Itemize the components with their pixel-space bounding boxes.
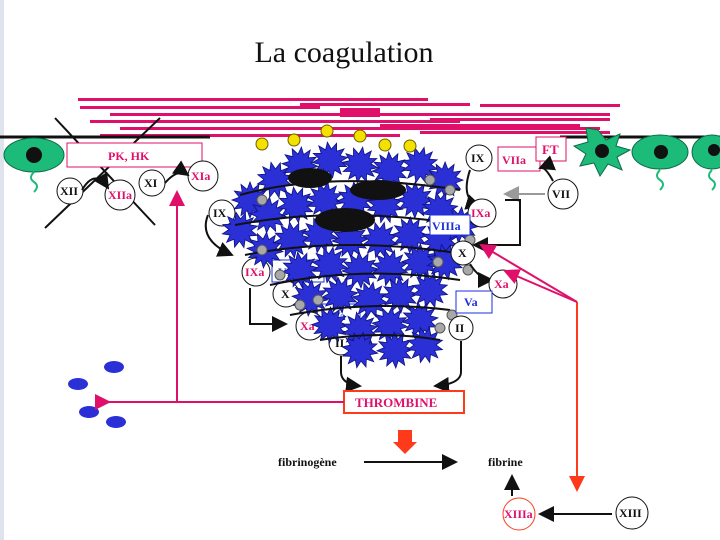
viiia-right-label: VIIIa: [432, 219, 461, 233]
platelet: [411, 271, 449, 309]
receptor-dot: [312, 294, 324, 306]
receptor-dot: [432, 256, 444, 268]
thrombine-box: THROMBINE: [343, 390, 465, 414]
pk-hk-label: PK, HK: [108, 149, 150, 163]
factor-va-right: Va: [455, 290, 493, 314]
fibrin-strand: [319, 334, 441, 341]
platelet: [380, 275, 420, 315]
receptor-dot: [424, 174, 436, 186]
x-left-label: X: [281, 287, 290, 301]
platelet: [221, 211, 259, 249]
ixa-left-label: IXa: [245, 265, 264, 279]
viia-label: VIIa: [502, 153, 526, 167]
platelet-granule-dark: [350, 180, 406, 200]
receptor-dot: [274, 269, 286, 281]
factor-xiii: XIII: [615, 496, 649, 530]
fibrin-strand: [289, 305, 451, 316]
factor-vii: VII: [547, 178, 579, 210]
fibrin-strand: [239, 180, 461, 196]
pk-hk-box: PK, HK: [66, 142, 203, 168]
ii-left-label: II: [335, 336, 345, 350]
platelet: [375, 330, 415, 370]
fibrin-strand: [269, 272, 461, 286]
xiii-label: XIII: [619, 506, 642, 520]
factor-ii-right: II: [448, 315, 474, 341]
factor-xiia: XIIa: [104, 179, 136, 211]
fibrine-label: fibrine: [488, 455, 523, 469]
receptor-dot: [444, 184, 456, 196]
ft-label: FT: [542, 142, 559, 157]
xiia-label: XIIa: [108, 188, 132, 202]
platelet-granule-dark: [288, 168, 332, 188]
xi-label: XI: [144, 176, 158, 190]
platelet: [340, 250, 380, 290]
platelet-granule-dark: [315, 208, 375, 232]
factor-xi: XI: [138, 169, 166, 197]
platelet: [320, 275, 360, 315]
factor-viiia-right: VIIIa: [429, 214, 471, 236]
ii-right-label: II: [455, 321, 465, 335]
factor-viia: VIIa: [497, 146, 541, 172]
fibrinogene-label: fibrinogène: [278, 455, 337, 469]
factor-ixa-right: IXa: [467, 198, 497, 228]
granules: [255, 124, 417, 153]
fibrin-strand: [244, 244, 471, 256]
x-right-label: X: [458, 246, 467, 260]
platelet: [406, 326, 444, 364]
receptor-dot: [434, 322, 446, 334]
factor-ix-top: IX: [465, 144, 493, 172]
endothelial-cell-left: [3, 137, 65, 193]
xiiia-label: XIIIa: [504, 507, 533, 521]
endothelial-cell-right-2: [691, 134, 720, 191]
xa-right-label: Xa: [494, 277, 509, 291]
va-right-label: Va: [464, 295, 478, 309]
receptor-dot: [256, 244, 268, 256]
ix-left-label: IX: [213, 206, 227, 220]
endothelial-cell-right-1: [631, 134, 689, 191]
factor-xii: XII: [56, 177, 84, 205]
ix-top-label: IX: [471, 151, 485, 165]
slide-title: La coagulation: [254, 36, 434, 69]
xia-label: XIa: [191, 169, 210, 183]
platelet-aggregate: [221, 141, 480, 370]
ixa-right-label: IXa: [471, 206, 490, 220]
collagen-fibers: [78, 98, 620, 137]
receptor-dot: [294, 299, 306, 311]
platelet: [310, 305, 350, 345]
conversion-arrow: [393, 430, 417, 454]
xa-left-label: Xa: [300, 319, 315, 333]
factor-xiiia: XIIIa: [502, 497, 536, 531]
receptor-dot: [256, 194, 268, 206]
factor-ft: FT: [535, 136, 567, 162]
activated-platelet-right: [572, 127, 632, 178]
platelet: [341, 146, 379, 184]
xii-label: XII: [60, 184, 78, 198]
red-cells: [68, 361, 126, 428]
platelet: [341, 331, 379, 369]
slide-left-border: [0, 0, 4, 540]
vii-label: VII: [552, 187, 570, 201]
factor-xia: XIa: [187, 160, 219, 192]
thrombine-label: THROMBINE: [355, 395, 437, 410]
factor-x-right: X: [450, 240, 476, 266]
